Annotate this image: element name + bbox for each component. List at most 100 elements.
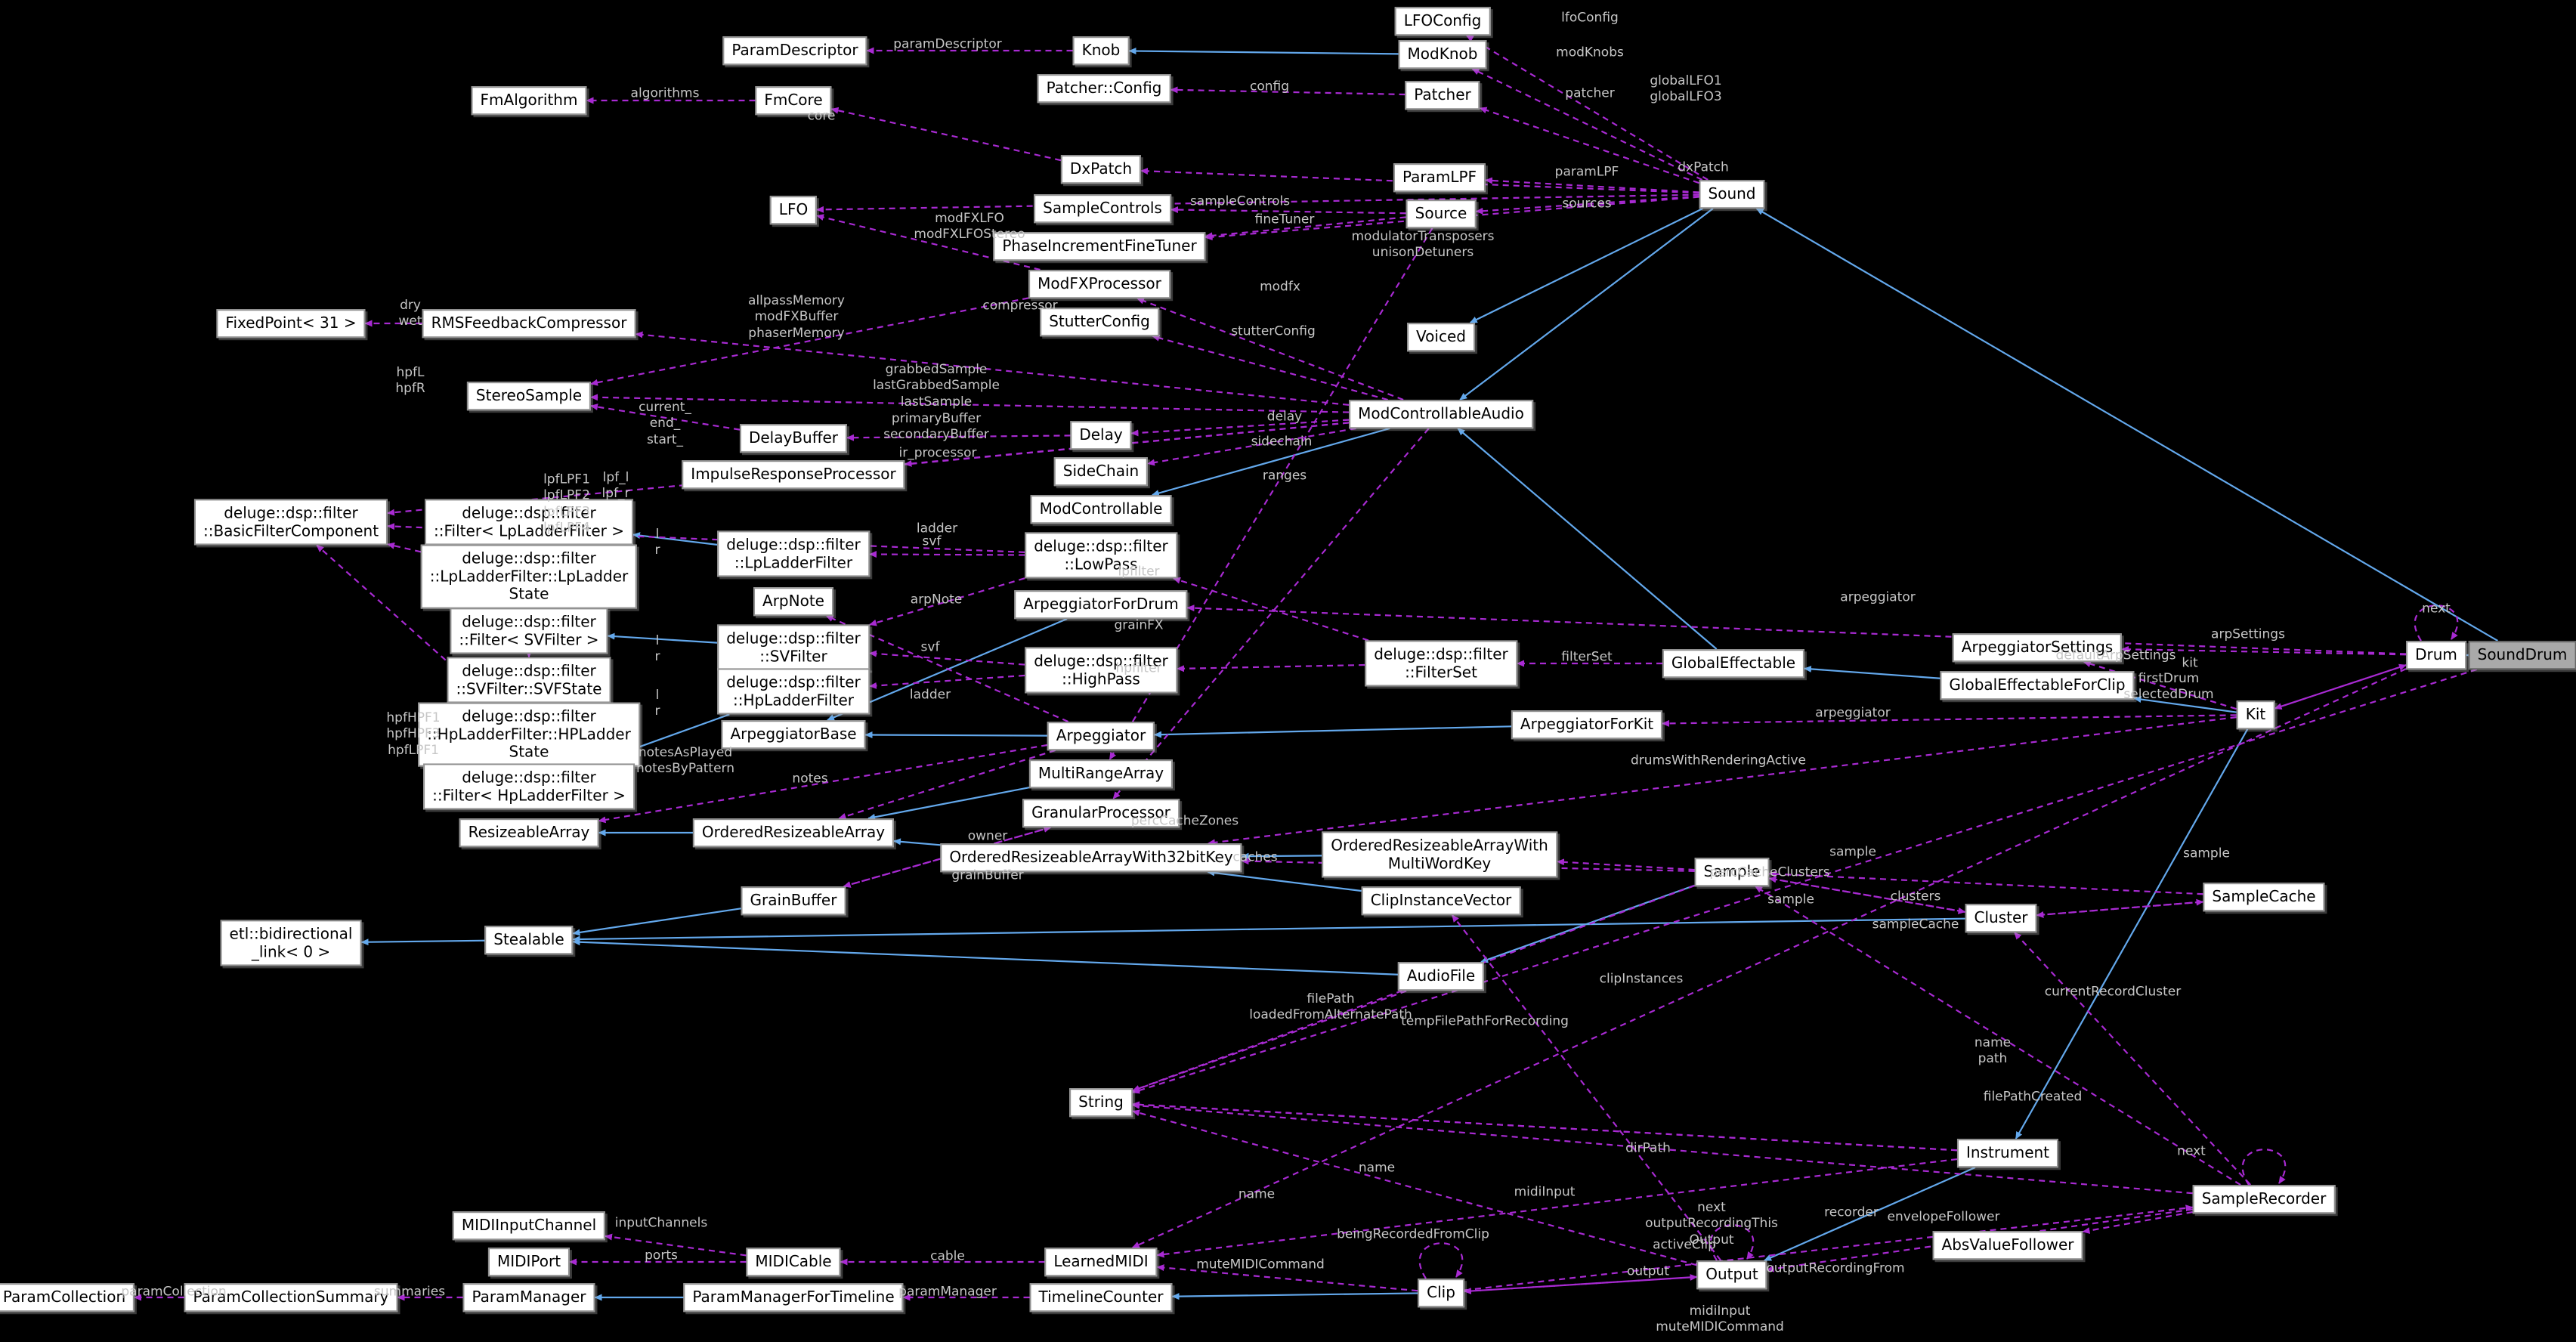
class-node-ParamCollectionSummary[interactable]: ParamCollectionSummary (184, 1283, 398, 1312)
class-node-Delay[interactable]: Delay (1070, 421, 1132, 450)
class-node-ArpeggiatorForDrum[interactable]: ArpeggiatorForDrum (1014, 590, 1188, 619)
class-node-ArpNote[interactable]: ArpNote (753, 587, 833, 616)
class-node-Cluster[interactable]: Cluster (1965, 904, 2037, 932)
class-node-Sound[interactable]: Sound (1699, 180, 1765, 209)
class-node-LowPass[interactable]: deluge::dsp::filter ::LowPass (1025, 532, 1177, 579)
class-node-RMSFeedbackCompressor[interactable]: RMSFeedbackCompressor (422, 309, 636, 338)
class-node-LFO[interactable]: LFO (769, 196, 818, 224)
edge (1154, 725, 1512, 738)
class-node-GlobalEffectable[interactable]: GlobalEffectable (1662, 649, 1805, 678)
class-node-MultiRangeArray[interactable]: MultiRangeArray (1028, 759, 1174, 788)
edge (869, 551, 1025, 558)
class-node-ArpeggiatorForKit[interactable]: ArpeggiatorForKit (1511, 710, 1663, 739)
class-node-LpLadderFilter[interactable]: deluge::dsp::filter ::LpLadderFilter (717, 530, 870, 577)
edge (1457, 428, 1718, 650)
edge (1205, 216, 1406, 240)
class-node-ArpeggiatorSettings[interactable]: ArpeggiatorSettings (1952, 633, 2123, 662)
class-node-Source[interactable]: Source (1406, 199, 1477, 228)
class-node-ImpulseResponseProcessor[interactable]: ImpulseResponseProcessor (682, 460, 905, 489)
class-node-Kit[interactable]: Kit (2236, 700, 2275, 729)
class-node-Clip[interactable]: Clip (1418, 1279, 1464, 1307)
class-node-Output[interactable]: Output (1696, 1260, 1767, 1289)
class-node-ModFXProcessor[interactable]: ModFXProcessor (1028, 270, 1170, 298)
class-node-SVFState[interactable]: deluge::dsp::filter ::SVFilter::SVFState (447, 657, 611, 703)
class-node-DxPatch[interactable]: DxPatch (1060, 155, 1142, 184)
class-node-OrderedResizeableArray[interactable]: OrderedResizeableArray (692, 818, 895, 847)
class-node-GrainBuffer[interactable]: GrainBuffer (741, 886, 846, 915)
class-node-ClipInstanceVector[interactable]: ClipInstanceVector (1361, 886, 1521, 915)
class-node-AudioFile[interactable]: AudioFile (1397, 962, 1485, 991)
class-node-Drum[interactable]: Drum (2406, 641, 2466, 669)
class-node-Patcher[interactable]: Patcher (1405, 81, 1480, 110)
edge (1241, 852, 1322, 860)
class-node-LpLadderState[interactable]: deluge::dsp::filter ::LpLadderFilter::Lp… (420, 544, 638, 609)
class-node-SoundDrum[interactable]: SoundDrum (2468, 641, 2576, 669)
class-node-ArpeggiatorBase[interactable]: ArpeggiatorBase (721, 720, 866, 749)
class-node-LearnedMIDI[interactable]: LearnedMIDI (1044, 1248, 1158, 1276)
class-node-ResizeableArray[interactable]: ResizeableArray (459, 818, 599, 847)
class-node-TimelineCounter[interactable]: TimelineCounter (1029, 1283, 1173, 1312)
class-node-FilterSv[interactable]: deluge::dsp::filter ::Filter< SVFilter > (450, 608, 608, 654)
class-node-Stealable[interactable]: Stealable (484, 926, 574, 954)
edge (1418, 1242, 1464, 1279)
class-node-ModControllableAudio[interactable]: ModControllableAudio (1349, 400, 1533, 428)
class-node-BasicFilterComponent[interactable]: deluge::dsp::filter ::BasicFilterCompone… (193, 499, 388, 546)
class-node-MIDICable[interactable]: MIDICable (746, 1248, 841, 1276)
class-node-EtlLink[interactable]: etl::bidirectional _link< 0 > (220, 920, 362, 966)
class-node-AbsValueFollower[interactable]: AbsValueFollower (1932, 1231, 2083, 1260)
class-node-GranularProcessor[interactable]: GranularProcessor (1022, 799, 1180, 827)
class-node-Voiced[interactable]: Voiced (1407, 323, 1475, 351)
class-node-ParamCollection[interactable]: ParamCollection (0, 1283, 135, 1312)
class-node-PatcherConfig[interactable]: Patcher::Config (1037, 74, 1171, 103)
edge (1132, 668, 2477, 1094)
edge (1130, 419, 1350, 437)
edge (1469, 208, 1703, 323)
class-node-SampleControls[interactable]: SampleControls (1034, 194, 1171, 223)
edge (572, 938, 1399, 976)
class-node-Arpeggiator[interactable]: Arpeggiator (1047, 722, 1155, 750)
edge (1709, 1224, 1755, 1261)
class-node-FilterLp[interactable]: deluge::dsp::filter ::Filter< LpLadderFi… (425, 499, 633, 546)
edge (1207, 869, 1362, 892)
class-node-SampleRecorder[interactable]: SampleRecorder (2192, 1185, 2336, 1214)
class-node-MIDIPort[interactable]: MIDIPort (487, 1248, 571, 1276)
class-node-String[interactable]: String (1069, 1088, 1133, 1117)
edge (387, 542, 422, 553)
class-node-ParamManagerForTimeline[interactable]: ParamManagerForTimeline (683, 1283, 904, 1312)
class-node-DelayBuffer[interactable]: DelayBuffer (739, 424, 848, 453)
class-node-Instrument[interactable]: Instrument (1956, 1139, 2059, 1167)
class-node-FmCore[interactable]: FmCore (755, 86, 832, 115)
class-node-HighPass[interactable]: deluge::dsp::filter ::HighPass (1025, 647, 1177, 694)
class-node-HPLadderState[interactable]: deluge::dsp::filter ::HpLadderFilter::HP… (418, 702, 640, 767)
class-node-ParamLPF[interactable]: ParamLPF (1393, 163, 1486, 192)
class-node-ModControllable[interactable]: ModControllable (1030, 495, 1172, 524)
class-node-StutterConfig[interactable]: StutterConfig (1040, 308, 1159, 336)
edge (838, 749, 1056, 820)
class-node-ModKnob[interactable]: ModKnob (1398, 40, 1487, 69)
class-node-Knob[interactable]: Knob (1072, 36, 1130, 65)
class-node-SideChain[interactable]: SideChain (1053, 457, 1149, 486)
edge (1764, 1166, 1976, 1262)
edge (1465, 35, 1709, 181)
class-node-FixedPoint31[interactable]: FixedPoint< 31 > (216, 309, 366, 338)
edge (635, 331, 1350, 406)
class-node-MIDIInputChannel[interactable]: MIDIInputChannel (452, 1211, 606, 1240)
class-node-ORAMulti[interactable]: OrderedResizeableArrayWith MultiWordKey (1322, 831, 1557, 878)
edge (2083, 660, 2237, 710)
class-node-GlobalEffectableForClip[interactable]: GlobalEffectableForClip (1940, 671, 2135, 700)
class-node-HpLadderFilter[interactable]: deluge::dsp::filter ::HpLadderFilter (717, 668, 870, 715)
edge (590, 297, 1029, 386)
class-node-ParamDescriptor[interactable]: ParamDescriptor (722, 36, 867, 65)
class-node-LFOConfig[interactable]: LFOConfig (1394, 7, 1491, 36)
class-node-SVFilter[interactable]: deluge::dsp::filter ::SVFilter (717, 624, 870, 671)
class-node-Sample[interactable]: Sample (1694, 858, 1770, 886)
class-node-ParamManager[interactable]: ParamManager (462, 1283, 595, 1312)
edge (1156, 1264, 1418, 1292)
class-node-SampleCache[interactable]: SampleCache (2203, 883, 2325, 911)
class-node-PhaseIncrementFineTuner[interactable]: PhaseIncrementFineTuner (993, 232, 1206, 261)
class-node-FmAlgorithm[interactable]: FmAlgorithm (471, 86, 587, 115)
class-node-FilterHp[interactable]: deluge::dsp::filter ::Filter< HpLadderFi… (423, 763, 635, 810)
class-node-ORA32[interactable]: OrderedResizeableArrayWith32bitKey (940, 843, 1242, 872)
class-node-FilterSet[interactable]: deluge::dsp::filter ::FilterSet (1365, 640, 1517, 687)
class-node-StereoSample[interactable]: StereoSample (466, 382, 592, 410)
